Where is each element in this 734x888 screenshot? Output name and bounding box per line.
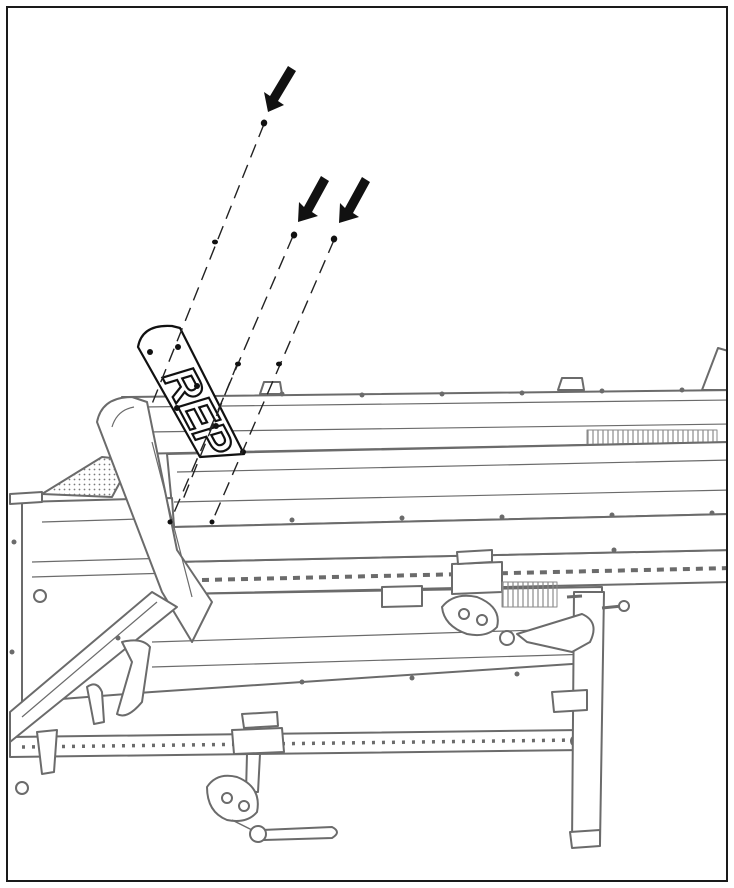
upper-vent	[501, 581, 558, 608]
lower-carriage	[231, 727, 285, 755]
screws	[260, 119, 338, 243]
lower-body	[21, 497, 726, 703]
assembly-diagram: REP	[9, 66, 726, 849]
bench-machine	[9, 347, 726, 849]
upper-strap-handle	[516, 613, 595, 653]
guide-lines	[151, 123, 335, 523]
bottom-bar	[9, 729, 585, 758]
hardware-points	[167, 239, 282, 525]
arrow-down-left-icon	[339, 177, 370, 223]
guide-line-2	[169, 235, 294, 523]
diagram-frame: REP	[6, 6, 728, 882]
arrow-down-left-icon	[264, 66, 296, 112]
main-rail	[166, 441, 726, 528]
lower-strap-handle	[261, 826, 338, 841]
guide-line-3	[211, 239, 335, 523]
diagonal-strut	[9, 591, 178, 743]
arrow-down-left-icon	[298, 176, 329, 222]
guide-line-4	[181, 361, 239, 503]
rivets	[9, 387, 715, 685]
front-frame	[96, 396, 213, 643]
grip-handle	[116, 639, 151, 717]
arrows	[264, 66, 370, 223]
screw-icon	[330, 235, 338, 243]
guide-line-1	[151, 123, 265, 405]
screw-icon	[290, 231, 298, 239]
screw-icon	[260, 119, 268, 127]
upper-carriage	[451, 561, 503, 595]
